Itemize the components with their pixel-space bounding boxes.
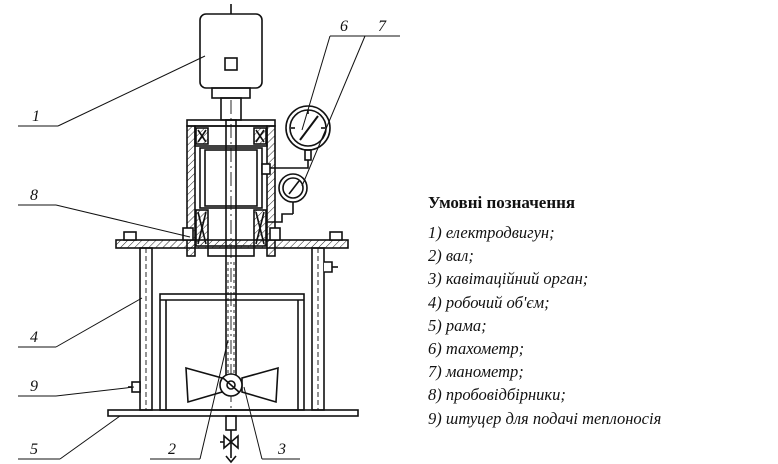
callout-9: 9: [30, 378, 38, 395]
legend-item-cavitation-element: 3) кавітаційний орган;: [428, 269, 589, 289]
legend-item-working-volume: 4) робочий об'єм;: [428, 292, 550, 312]
lid-plate: [115, 227, 349, 249]
callout-4: 4: [30, 329, 38, 346]
callout-leaders: [18, 35, 400, 460]
callout-8: 8: [30, 187, 38, 204]
legend-item-motor: 1) електродвигун;: [428, 223, 555, 242]
legend-list: 1) електродвигун; 2) вал; 3) кавітаційни…: [428, 221, 773, 430]
mixer-assembly-drawing: 1 6 7 8 4 9 5 2 3: [18, 4, 400, 464]
base-frame: [107, 409, 359, 417]
cavitation-element: [185, 366, 279, 404]
outlet-valve: [220, 415, 239, 464]
callout-6: 6: [340, 18, 348, 35]
callout-1: 1: [32, 108, 40, 125]
legend-item-shaft: 2) вал;: [428, 246, 474, 266]
callout-3: 3: [277, 441, 286, 458]
legend-item-tachometer: 6) тахометр;: [428, 339, 525, 359]
legend-title: Умовні позначення: [428, 193, 576, 212]
legend-item-samplers: 8) пробовідбірники;: [428, 385, 566, 405]
motor: [199, 4, 263, 121]
callout-2: 2: [168, 441, 176, 458]
legend-panel: Умовні позначення 1) електродвигун; 2) в…: [428, 193, 773, 430]
legend-item-manometer: 7) манометр;: [428, 362, 524, 382]
legend-item-nozzle: 9) штуцер для подачі теплоносія: [428, 408, 662, 428]
callout-5: 5: [30, 441, 38, 458]
legend-item-frame: 5) рама;: [428, 315, 487, 335]
tachometer: [261, 105, 331, 175]
manometer: [266, 173, 308, 223]
callout-7: 7: [378, 18, 387, 35]
